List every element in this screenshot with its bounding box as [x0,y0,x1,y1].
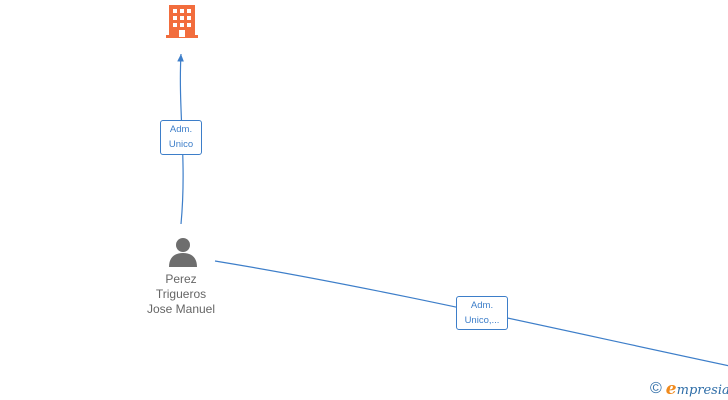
edge-label-line: Adm. [470,300,494,311]
edge-label-line: Unico,... [464,315,500,326]
edge-label-adm-unico-more[interactable]: Adm. Unico,... [456,296,508,330]
empresia-logo: © empresia [650,378,728,400]
building-icon[interactable] [166,4,198,38]
brand-wordmark: empresia [665,379,728,399]
person-icon[interactable] [167,236,199,268]
person-name-line: Perez [165,272,197,286]
person-name-line: Trigueros [155,287,207,301]
edge-label-line: Adm. [169,124,193,135]
edge-label-line: Unico [168,139,194,150]
edge-label-adm-unico[interactable]: Adm. Unico [160,120,202,155]
person-name-line: Jose Manuel [146,302,216,316]
person-name[interactable]: Perez Trigueros Jose Manuel [130,272,232,317]
copyright-icon: © [650,380,662,397]
